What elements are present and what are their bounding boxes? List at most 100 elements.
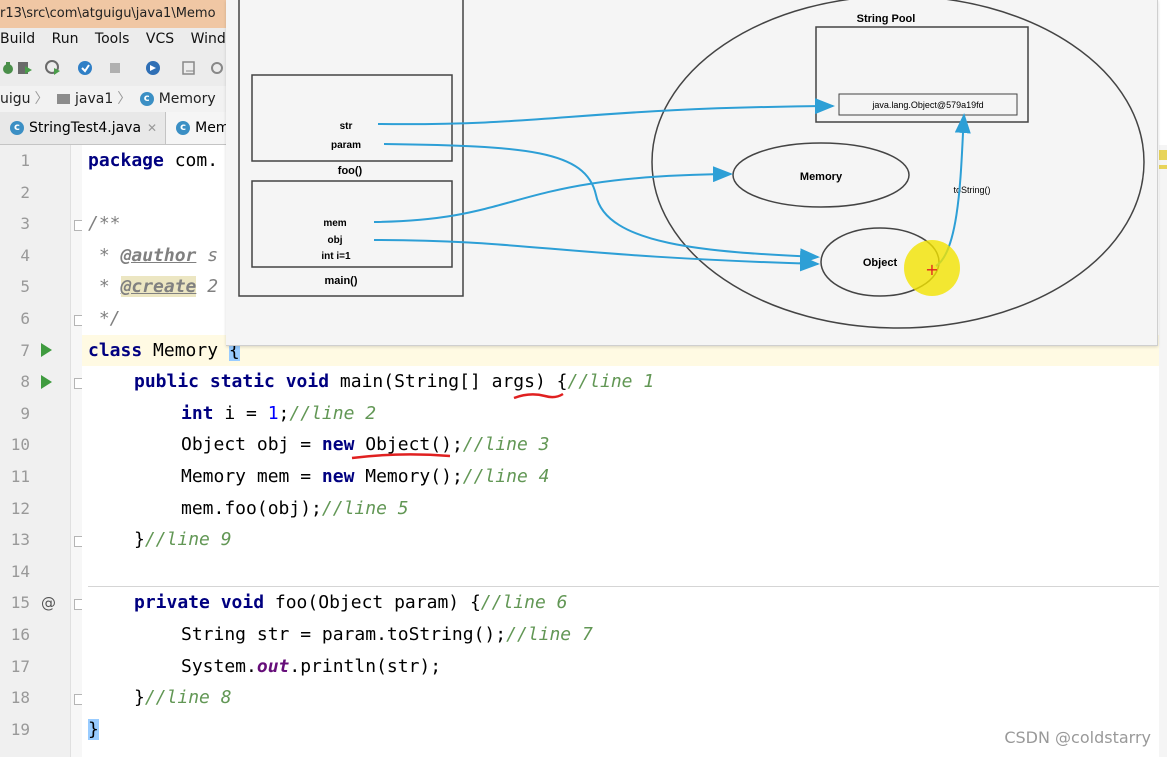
memory-object-label: Memory (800, 171, 843, 183)
class-icon: c (139, 92, 154, 106)
line-number: 16 (10, 625, 30, 644)
line-number: 14 (10, 561, 30, 581)
menu-tools[interactable]: Tools (94, 31, 130, 47)
implements-at-icon[interactable]: @ (41, 594, 56, 612)
line-number: 3 (20, 214, 30, 234)
tostring-label: toString() (953, 185, 990, 195)
editor-tabs: c StringTest4.java ✕ c Mem (0, 112, 226, 145)
menu-vcs[interactable]: VCS (145, 31, 175, 47)
line-number: 19 (10, 719, 30, 739)
menu-bar: Build Run Tools VCS Windo (0, 28, 226, 50)
code-line-19: } (88, 718, 99, 740)
class-icon: c (10, 121, 24, 135)
chevron-right-icon: 〉 (34, 91, 49, 107)
stop-icon[interactable] (106, 59, 124, 77)
line-number: 11 (10, 467, 30, 486)
foo-frame-label: foo() (338, 165, 363, 177)
foo-var-str: str (340, 121, 353, 132)
line-number: 12 (10, 498, 30, 518)
line-number: 9 (20, 403, 30, 423)
code-line-16: String str = param.toString();//line 7 (181, 624, 593, 645)
settings-icon[interactable] (208, 59, 226, 77)
debug-icon[interactable] (0, 59, 18, 77)
arrow-param-to-object (383, 143, 820, 265)
menu-run[interactable]: Run (51, 31, 79, 47)
line-number: 1 (20, 151, 30, 170)
foo-frame (251, 74, 453, 162)
code-line-7: class Memory { (88, 339, 240, 361)
code-line-15: private void foo(Object param) {//line 6 (134, 592, 568, 614)
cursor-highlight (904, 240, 960, 296)
run-main-icon[interactable] (41, 375, 52, 389)
main-frame (251, 180, 453, 268)
watermark: CSDN @coldstarry (1004, 728, 1151, 747)
run-class-icon[interactable] (41, 343, 52, 357)
line-number: 15 (10, 593, 30, 613)
code-line-8: public static void main(String[] args) {… (134, 371, 655, 393)
arrow-str-to-string (377, 98, 835, 126)
string-pool-label: String Pool (857, 13, 916, 25)
chevron-right-icon: 〉 (117, 91, 132, 107)
heap-ellipse (651, 0, 1145, 329)
arrow-mem-to-memory (373, 166, 733, 223)
code-line-11: Memory mem = new Memory();//line 4 (181, 466, 550, 487)
menu-window[interactable]: Windo (190, 31, 226, 47)
code-line-10: Object obj = new Object();//line 3 (181, 434, 550, 456)
class-icon: c (176, 121, 191, 135)
code-line-13: }//line 9 (134, 529, 232, 551)
folder-icon (56, 94, 70, 104)
arrow-obj-to-object (373, 239, 820, 272)
method-separator (88, 586, 1167, 587)
line-gutter (0, 145, 70, 757)
line-number: 2 (20, 182, 30, 202)
close-icon[interactable]: ✕ (147, 121, 158, 135)
main-var-mem: mem (323, 218, 346, 229)
window-titlebar: r13\src\com\atguigu\java1\Memo (0, 0, 230, 29)
line-number: 5 (20, 277, 30, 297)
project-structure-icon[interactable] (180, 59, 198, 77)
main-frame-label: main() (325, 275, 358, 287)
tab-memory[interactable]: c Mem (166, 112, 226, 144)
tab-stringtest4[interactable]: c StringTest4.java ✕ (0, 112, 167, 144)
breadcrumb-atguigu[interactable]: uigu (0, 91, 31, 107)
code-line-9: int i = 1;//line 2 (181, 402, 377, 424)
line-number: 4 (20, 245, 30, 265)
string-value: java.lang.Object@579a19fd (871, 100, 983, 110)
line-number: 7 (20, 340, 30, 360)
breadcrumb-package[interactable]: java1 (56, 86, 113, 112)
run-coverage-icon[interactable] (16, 59, 34, 77)
line-number: 17 (10, 656, 30, 676)
foo-var-param: param (331, 140, 361, 151)
code-line-17: System.out.println(str); (181, 655, 442, 677)
window-path-title: r13\src\com\atguigu\java1\Memo (0, 0, 230, 28)
line-number: 18 (10, 688, 30, 708)
tab-label: Mem (195, 120, 226, 136)
string-pool-box (815, 26, 1029, 123)
main-var-obj: obj (328, 235, 343, 246)
code-line-1: package com. (88, 150, 219, 171)
line-number: 8 (20, 372, 30, 392)
code-line-4: * @author s (88, 244, 219, 266)
memory-diagram: str param foo() mem obj int i=1 main() S… (238, 0, 1145, 329)
main-var-int: int i=1 (321, 251, 351, 262)
string-value-box (838, 93, 1018, 116)
code-line-6: */ (88, 308, 121, 329)
update-icon[interactable] (76, 59, 94, 77)
code-line-3: /** (88, 213, 121, 235)
object-instance-label: Object (863, 257, 898, 269)
line-number: 6 (20, 309, 30, 328)
tab-label: StringTest4.java (29, 120, 142, 136)
code-line-5: * @create 2 (88, 276, 219, 298)
memory-object (732, 142, 910, 208)
memory-diagram-overlay: str param foo() mem obj int i=1 main() S… (226, 0, 1158, 346)
line-number: 13 (10, 530, 30, 550)
profile-icon[interactable] (44, 59, 62, 77)
line-number: 10 (10, 435, 30, 455)
sdk-icon[interactable] (144, 59, 162, 77)
menu-build[interactable]: Build (0, 31, 36, 47)
code-line-18: }//line 8 (134, 687, 232, 709)
editor-scrollbar[interactable] (1159, 145, 1167, 757)
main-toolbar (0, 50, 226, 87)
